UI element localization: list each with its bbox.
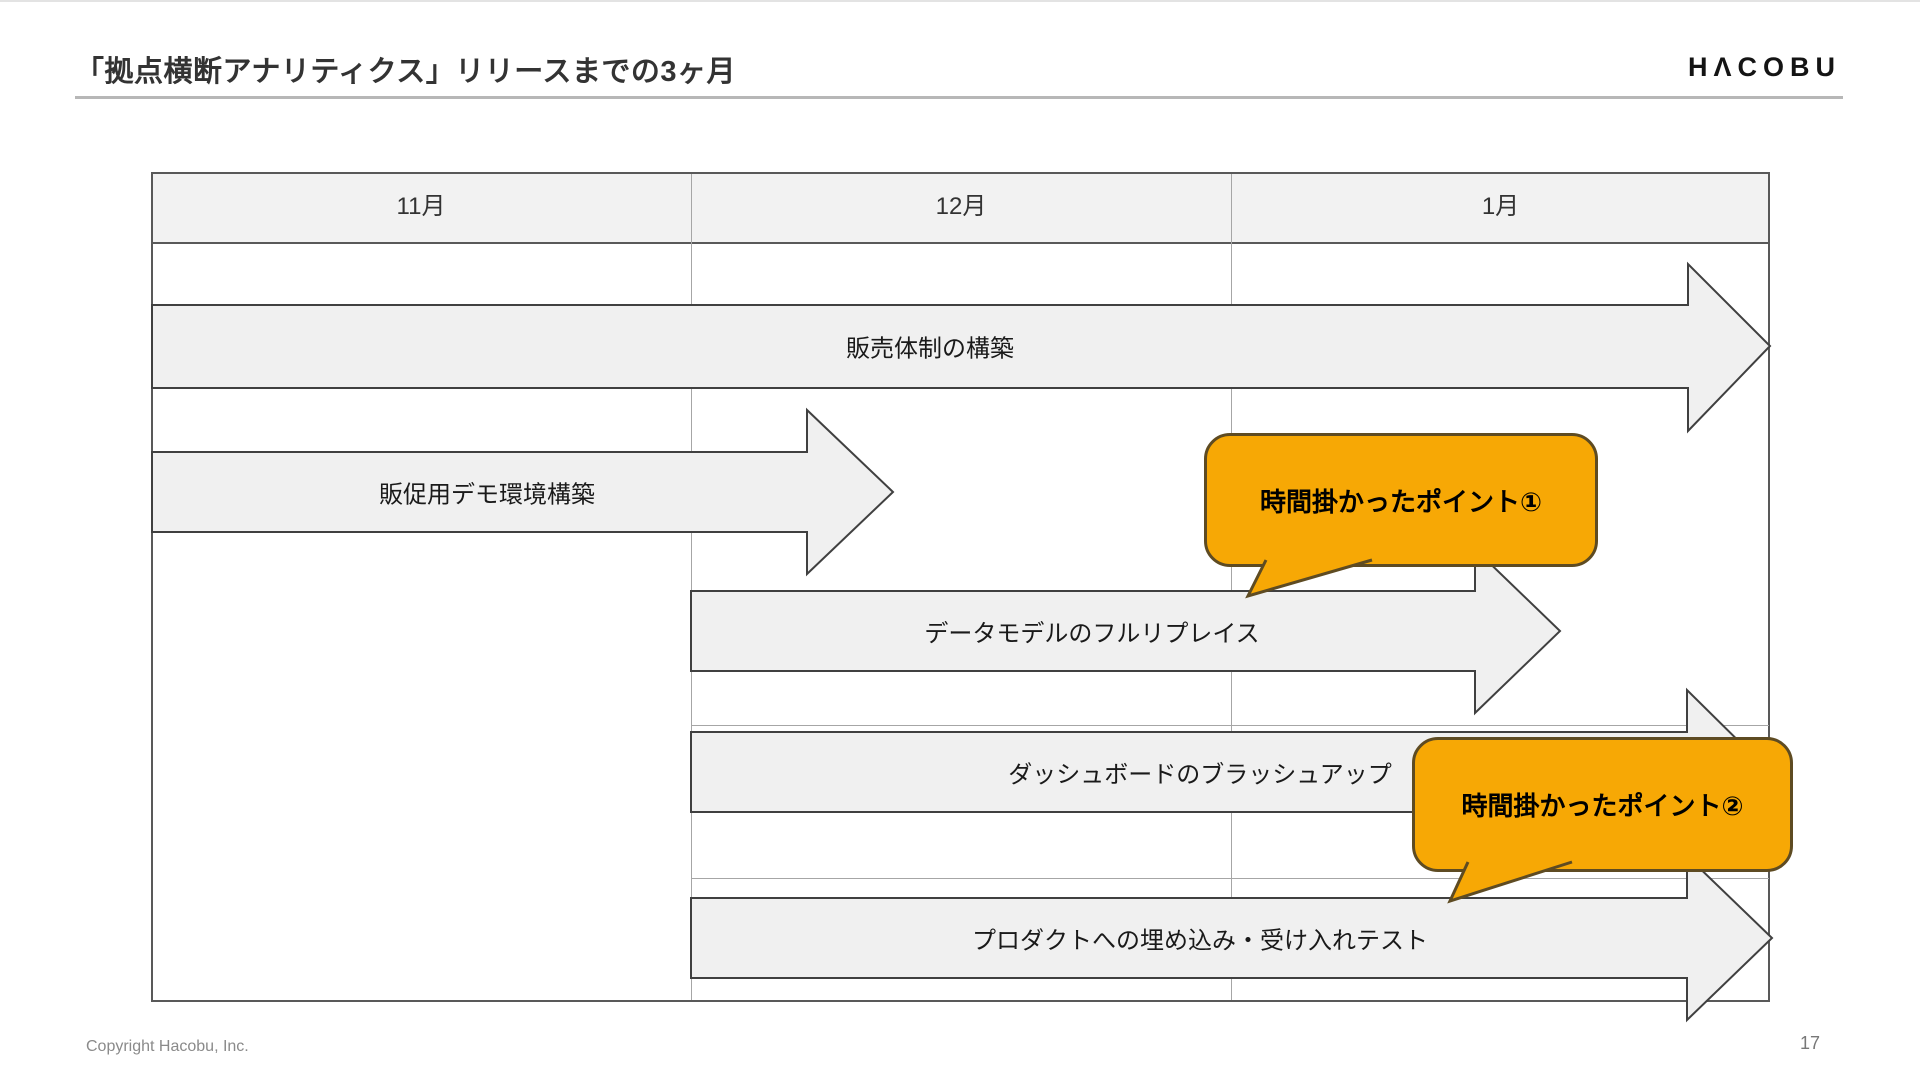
task-label: データモデルのフルリプレイス [924,620,1260,648]
callout-bubble-2: 時間掛かったポイント② [1412,737,1793,872]
task-label: 販促用デモ環境構築 [379,481,595,509]
timeline-table [151,172,1770,1002]
table-header-row [153,174,1768,244]
column-divider-nov-dec [691,174,692,1000]
month-header-december: 12月 [935,193,987,220]
month-header-november: 11月 [396,193,446,220]
page-number: 17 [1800,1033,1821,1053]
callout-label: 時間掛かったポイント② [1461,791,1744,821]
task-label: プロダクトへの埋め込み・受け入れテスト [972,927,1428,955]
hacobu-logo: HΛCOBU [1687,52,1841,82]
month-header-january: 1月 [1481,193,1520,220]
task-arrow-data-model-replace [690,546,1562,716]
column-divider-dec-jan [1231,174,1232,1000]
copyright-text: Copyright Hacobu, Inc. [86,1038,249,1055]
task-arrow-product-embed-test [690,853,1774,1023]
task-label: 販売体制の構築 [846,335,1014,363]
callout-tail-2 [1447,860,1573,904]
task-arrow-demo-environment [151,407,895,577]
callout-label: 時間掛かったポイント① [1259,486,1542,517]
page-title: 「拠点横断アナリティクス」リリースまでの3ヶ月 [75,56,736,88]
row-divider [692,878,1769,879]
title-divider [75,96,1843,99]
row-divider [692,725,1769,726]
task-arrow-sales-structure [151,261,1772,434]
task-label: ダッシュボードのブラッシュアップ [1008,761,1392,789]
callout-tail-1 [1245,558,1373,599]
callout-bubble-1: 時間掛かったポイント① [1204,433,1598,567]
